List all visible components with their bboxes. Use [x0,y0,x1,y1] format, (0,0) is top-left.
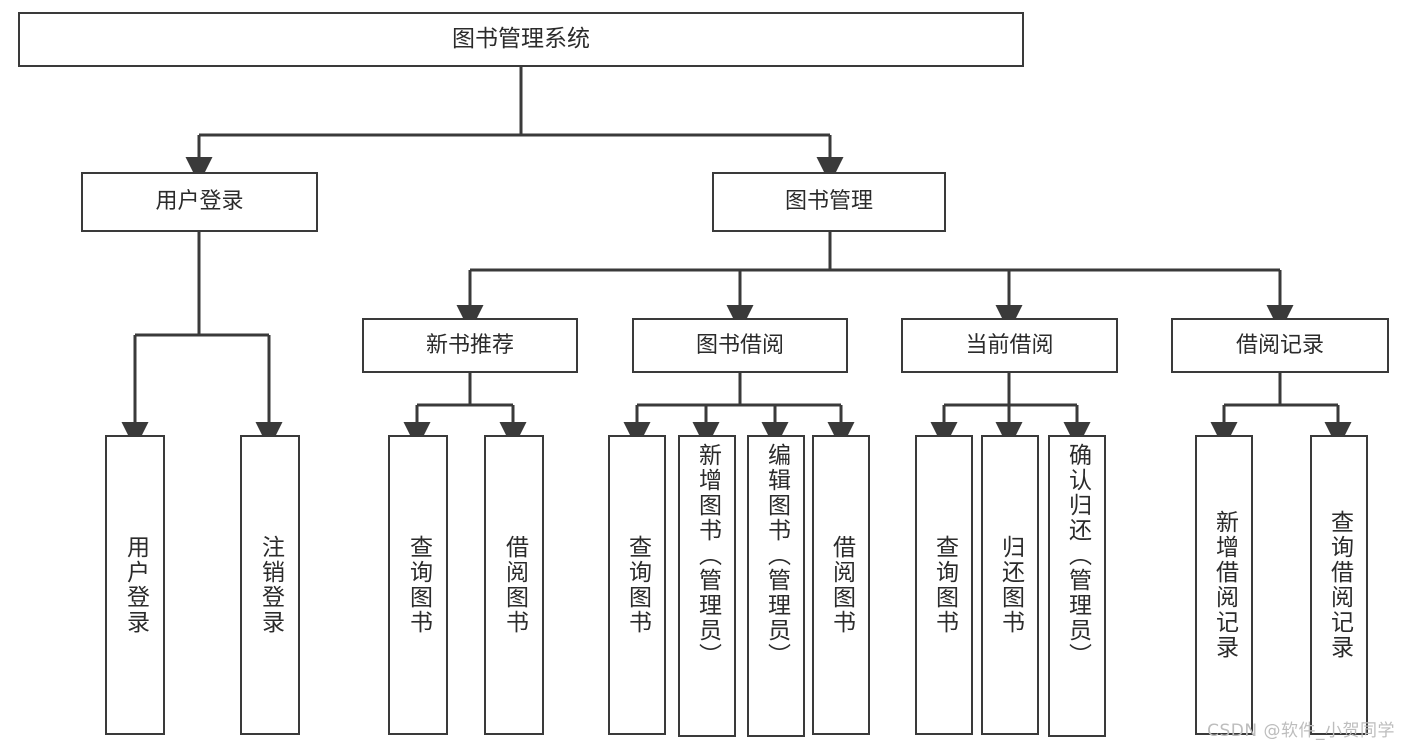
node-leaf-query-book-borrow[interactable]: 查询图书 [608,435,666,735]
node-label: 图书管理系统 [452,25,590,52]
node-book-borrow[interactable]: 图书借阅 [632,318,848,373]
node-leaf-borrow-book-newbook[interactable]: 借阅图书 [484,435,544,735]
node-label: 确认归还（管理员） [1064,443,1091,668]
node-label: 当前借阅 [965,332,1054,358]
node-leaf-query-book-current[interactable]: 查询图书 [915,435,973,735]
node-label: 图书借阅 [695,332,784,358]
node-label: 查询图书 [624,535,651,635]
node-label: 新增图书（管理员） [694,443,721,668]
node-leaf-add-borrow-record[interactable]: 新增借阅记录 [1195,435,1253,735]
node-label: 图书管理 [784,189,873,215]
node-borrow-records[interactable]: 借阅记录 [1171,318,1389,373]
node-label: 用户登录 [155,189,244,215]
node-book-management[interactable]: 图书管理 [712,172,946,232]
node-label: 借阅记录 [1235,332,1324,358]
node-leaf-edit-book-admin[interactable]: 编辑图书（管理员） [747,435,805,737]
node-new-book-recommend[interactable]: 新书推荐 [362,318,578,373]
node-leaf-query-book-newbook[interactable]: 查询图书 [388,435,448,735]
node-label: 借阅图书 [501,535,528,635]
node-current-borrow[interactable]: 当前借阅 [901,318,1118,373]
node-label: 查询图书 [405,535,432,635]
node-label: 编辑图书（管理员） [763,443,790,668]
node-label: 新增借阅记录 [1211,510,1238,660]
node-root-book-management-system[interactable]: 图书管理系统 [18,12,1024,67]
node-leaf-return-book[interactable]: 归还图书 [981,435,1039,735]
node-user-login[interactable]: 用户登录 [81,172,318,232]
watermark-text: CSDN @软件_小贺同学 [1207,721,1395,741]
node-leaf-user-login[interactable]: 用户登录 [105,435,165,735]
node-leaf-borrow-book[interactable]: 借阅图书 [812,435,870,735]
node-leaf-query-borrow-record[interactable]: 查询借阅记录 [1310,435,1368,735]
node-leaf-confirm-return-admin[interactable]: 确认归还（管理员） [1048,435,1106,737]
node-label: 用户登录 [122,535,149,635]
node-label: 查询图书 [931,535,958,635]
node-label: 借阅图书 [828,535,855,635]
node-label: 查询借阅记录 [1326,510,1353,660]
node-leaf-add-book-admin[interactable]: 新增图书（管理员） [678,435,736,737]
node-label: 注销登录 [257,535,284,635]
node-label: 新书推荐 [425,332,514,358]
node-leaf-logout[interactable]: 注销登录 [240,435,300,735]
node-label: 归还图书 [997,535,1024,635]
